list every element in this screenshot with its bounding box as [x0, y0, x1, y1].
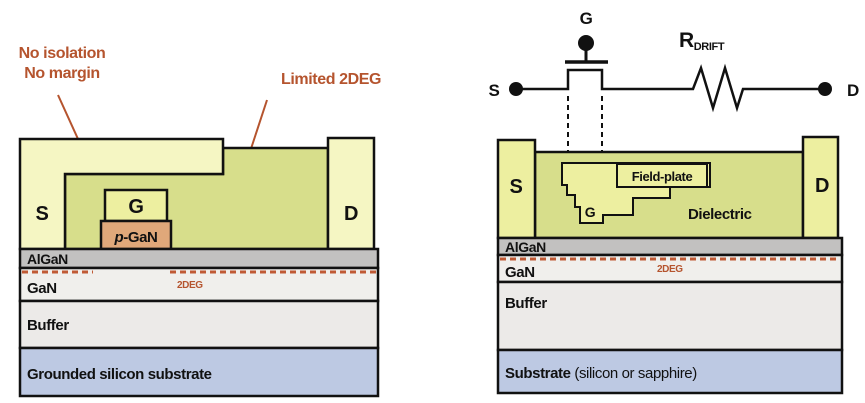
left-device-cross-section: No isolation No margin Limited 2DEG S G … [18, 45, 382, 398]
left-substrate-label: Grounded silicon substrate [27, 366, 212, 383]
field-plate-label-box [616, 163, 708, 188]
no-isolation-annotation-line2: No margin [24, 65, 100, 82]
circuit-source-terminal-dot [509, 82, 523, 96]
left-pgan-label: p-GaN [113, 229, 157, 246]
circuit-wire-and-drift-resistor [516, 63, 825, 113]
left-source-label: S [36, 203, 49, 225]
right-algan-label: AlGaN [505, 239, 546, 255]
right-gate-label: G [585, 204, 596, 220]
right-algan-layer [496, 236, 844, 257]
circuit-gate-terminal-dot [578, 35, 594, 51]
field-plate-label: Field-plate [632, 169, 693, 184]
left-drain-contact [326, 136, 376, 251]
right-buffer-label: Buffer [505, 295, 547, 312]
left-2deg-label: 2DEG [177, 280, 203, 291]
circuit-source-label: S [489, 81, 500, 100]
dielectric-label: Dielectric [688, 206, 752, 223]
right-substrate-label: Substrate (silicon or sapphire) [505, 365, 697, 382]
right-equivalent-circuit: G S D RDRIFT [489, 9, 859, 160]
left-gan-label: GaN [27, 280, 57, 297]
right-buffer-layer [496, 280, 844, 352]
left-substrate-layer [18, 346, 380, 398]
right-device-cross-section: S D Field-plate G Dielectric AlGaN GaN 2… [496, 135, 844, 395]
left-algan-layer [18, 247, 380, 270]
no-isolation-annotation-line1: No isolation [19, 45, 106, 62]
right-substrate-layer [496, 348, 844, 395]
left-buffer-layer [18, 299, 380, 350]
drift-resistor-label: RDRIFT [679, 29, 725, 53]
left-gate-label: G [128, 196, 143, 218]
right-source-label: S [510, 176, 523, 198]
left-algan-label: AlGaN [27, 251, 68, 267]
right-2deg-label: 2DEG [657, 264, 683, 275]
right-gan-label: GaN [505, 264, 535, 281]
left-gan-layer [18, 266, 380, 303]
right-drain-contact [801, 135, 840, 240]
circuit-gate-label: G [580, 9, 593, 28]
right-source-contact [496, 138, 537, 240]
circuit-drain-label: D [847, 81, 859, 100]
left-drain-label: D [344, 203, 358, 225]
limited-2deg-annotation: Limited 2DEG [281, 71, 381, 88]
left-pgan-layer [99, 219, 173, 251]
circuit-drain-terminal-dot [818, 82, 832, 96]
left-buffer-label: Buffer [27, 317, 69, 334]
right-drain-label: D [815, 175, 829, 197]
